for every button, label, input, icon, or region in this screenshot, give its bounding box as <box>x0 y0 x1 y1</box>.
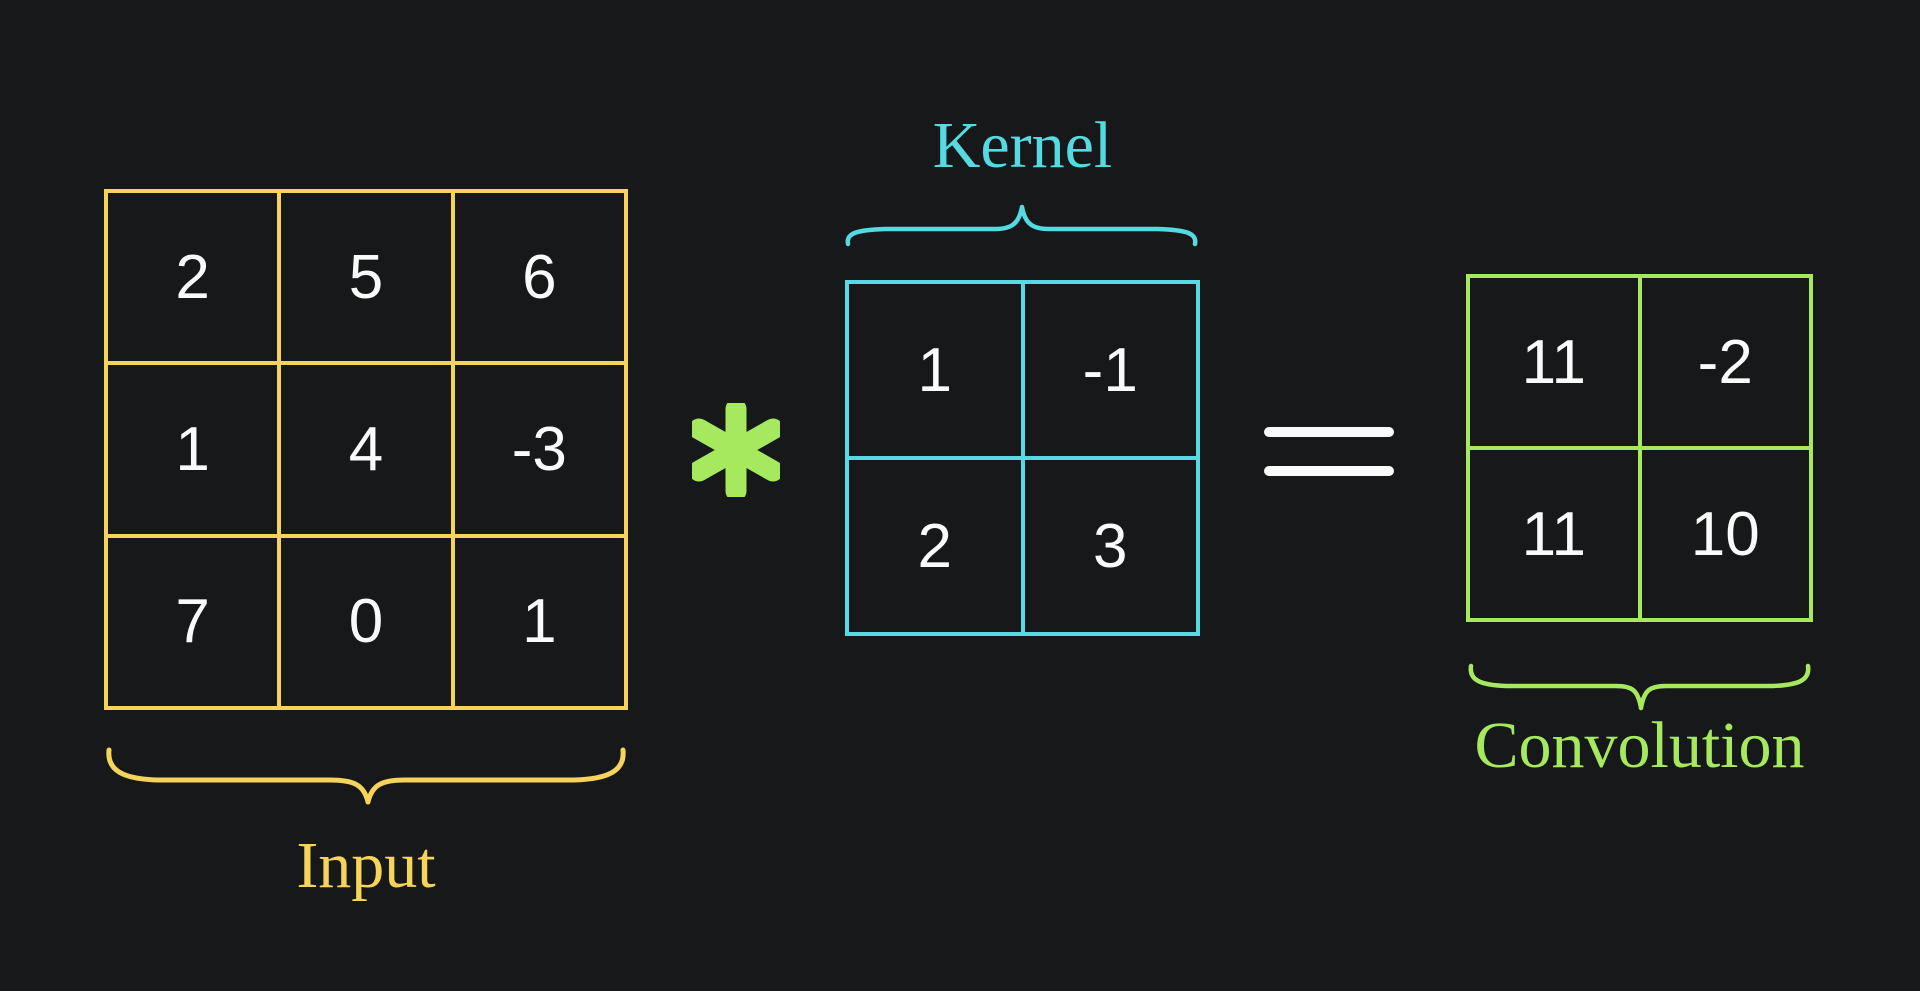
input-cell-2-1: 0 <box>281 537 451 706</box>
input-cell-0-1: 5 <box>281 193 451 362</box>
result-matrix: 11 -2 11 10 <box>1466 274 1813 622</box>
equals-top-bar <box>1264 427 1394 437</box>
input-underbrace-icon <box>106 747 626 805</box>
equals-operator-icon <box>1264 427 1394 476</box>
input-cell-2-2: 1 <box>454 537 624 706</box>
convolution-label: Convolution <box>1474 709 1805 782</box>
result-cell-0-0: 11 <box>1470 278 1638 446</box>
input-cell-0-0: 2 <box>108 193 278 362</box>
input-cell-1-0: 1 <box>108 365 278 534</box>
kernel-cell-1-0: 2 <box>849 460 1021 632</box>
input-cell-1-1: 4 <box>281 365 451 534</box>
input-cell-2-0: 7 <box>108 537 278 706</box>
input-cell-0-2: 6 <box>454 193 624 362</box>
input-cell-1-2: -3 <box>454 365 624 534</box>
kernel-overbrace-icon <box>845 204 1198 247</box>
convolution-underbrace-icon <box>1468 663 1811 711</box>
result-cell-1-0: 11 <box>1470 450 1638 618</box>
equals-bottom-bar <box>1264 466 1394 476</box>
input-matrix: 2 5 6 1 4 -3 7 0 1 <box>104 189 628 710</box>
input-label: Input <box>296 829 436 902</box>
kernel-cell-1-1: 3 <box>1024 460 1196 632</box>
kernel-cell-0-0: 1 <box>849 284 1021 456</box>
kernel-cell-0-1: -1 <box>1024 284 1196 456</box>
result-cell-1-1: 10 <box>1641 450 1809 618</box>
kernel-matrix: 1 -1 2 3 <box>845 280 1200 636</box>
result-cell-0-1: -2 <box>1641 278 1809 446</box>
asterisk-operator-icon <box>692 403 780 497</box>
kernel-label: Kernel <box>932 109 1113 182</box>
